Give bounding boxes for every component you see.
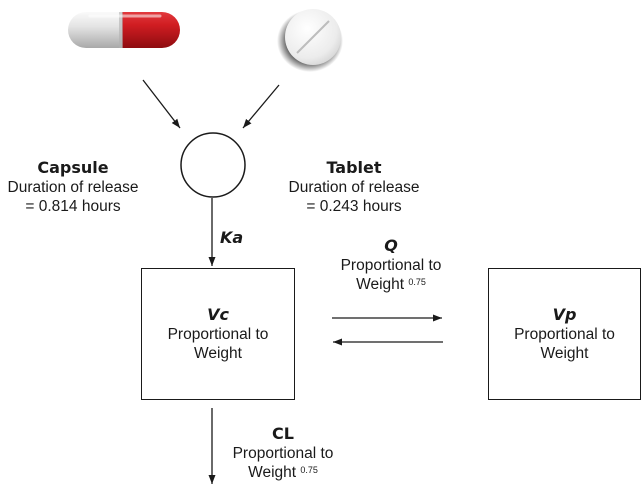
peripheral-text-2: Weight (540, 345, 589, 362)
cl-weight: Weight (248, 464, 297, 481)
q-exponent: 0.75 (408, 277, 426, 287)
absorption-compartment (180, 132, 246, 198)
tablet-title: Tablet (326, 158, 382, 177)
cl-text-2: Weight 0.75 (222, 463, 344, 482)
q-text-2: Weight 0.75 (316, 275, 466, 294)
tablet-arrow (242, 84, 280, 129)
tablet-release-text: Duration of release (288, 179, 420, 196)
central-title: Vc (207, 305, 229, 324)
peripheral-title: Vp (552, 305, 577, 324)
tablet-release-value: = 0.243 hours (306, 198, 402, 215)
cl-exponent: 0.75 (300, 465, 318, 475)
cl-label: CL Proportional to Weight 0.75 (222, 424, 344, 482)
tablet-icon (277, 9, 343, 72)
q-weight: Weight (356, 276, 405, 293)
capsule-label: Capsule Duration of release = 0.814 hour… (0, 158, 146, 216)
ka-label: Ka (220, 228, 244, 247)
q-title: Q (384, 236, 398, 255)
peripheral-text-1: Proportional to (514, 326, 615, 343)
q-label: Q Proportional to Weight 0.75 (316, 236, 466, 294)
capsule-release-value: = 0.814 hours (25, 198, 121, 215)
central-text-2: Weight (194, 345, 242, 362)
q-text-1: Proportional to (340, 257, 442, 274)
cl-text-1: Proportional to (232, 445, 334, 462)
capsule-title: Capsule (37, 158, 109, 177)
central-compartment: Vc Proportional to Weight (141, 268, 295, 400)
capsule-arrow (142, 79, 181, 129)
peripheral-compartment: Vp Proportional to Weight (488, 268, 641, 400)
tablet-label: Tablet Duration of release = 0.243 hours (276, 158, 432, 216)
capsule-icon (68, 12, 180, 48)
central-text-1: Proportional to (167, 326, 269, 343)
cl-title: CL (272, 424, 294, 443)
capsule-release-text: Duration of release (7, 179, 139, 196)
